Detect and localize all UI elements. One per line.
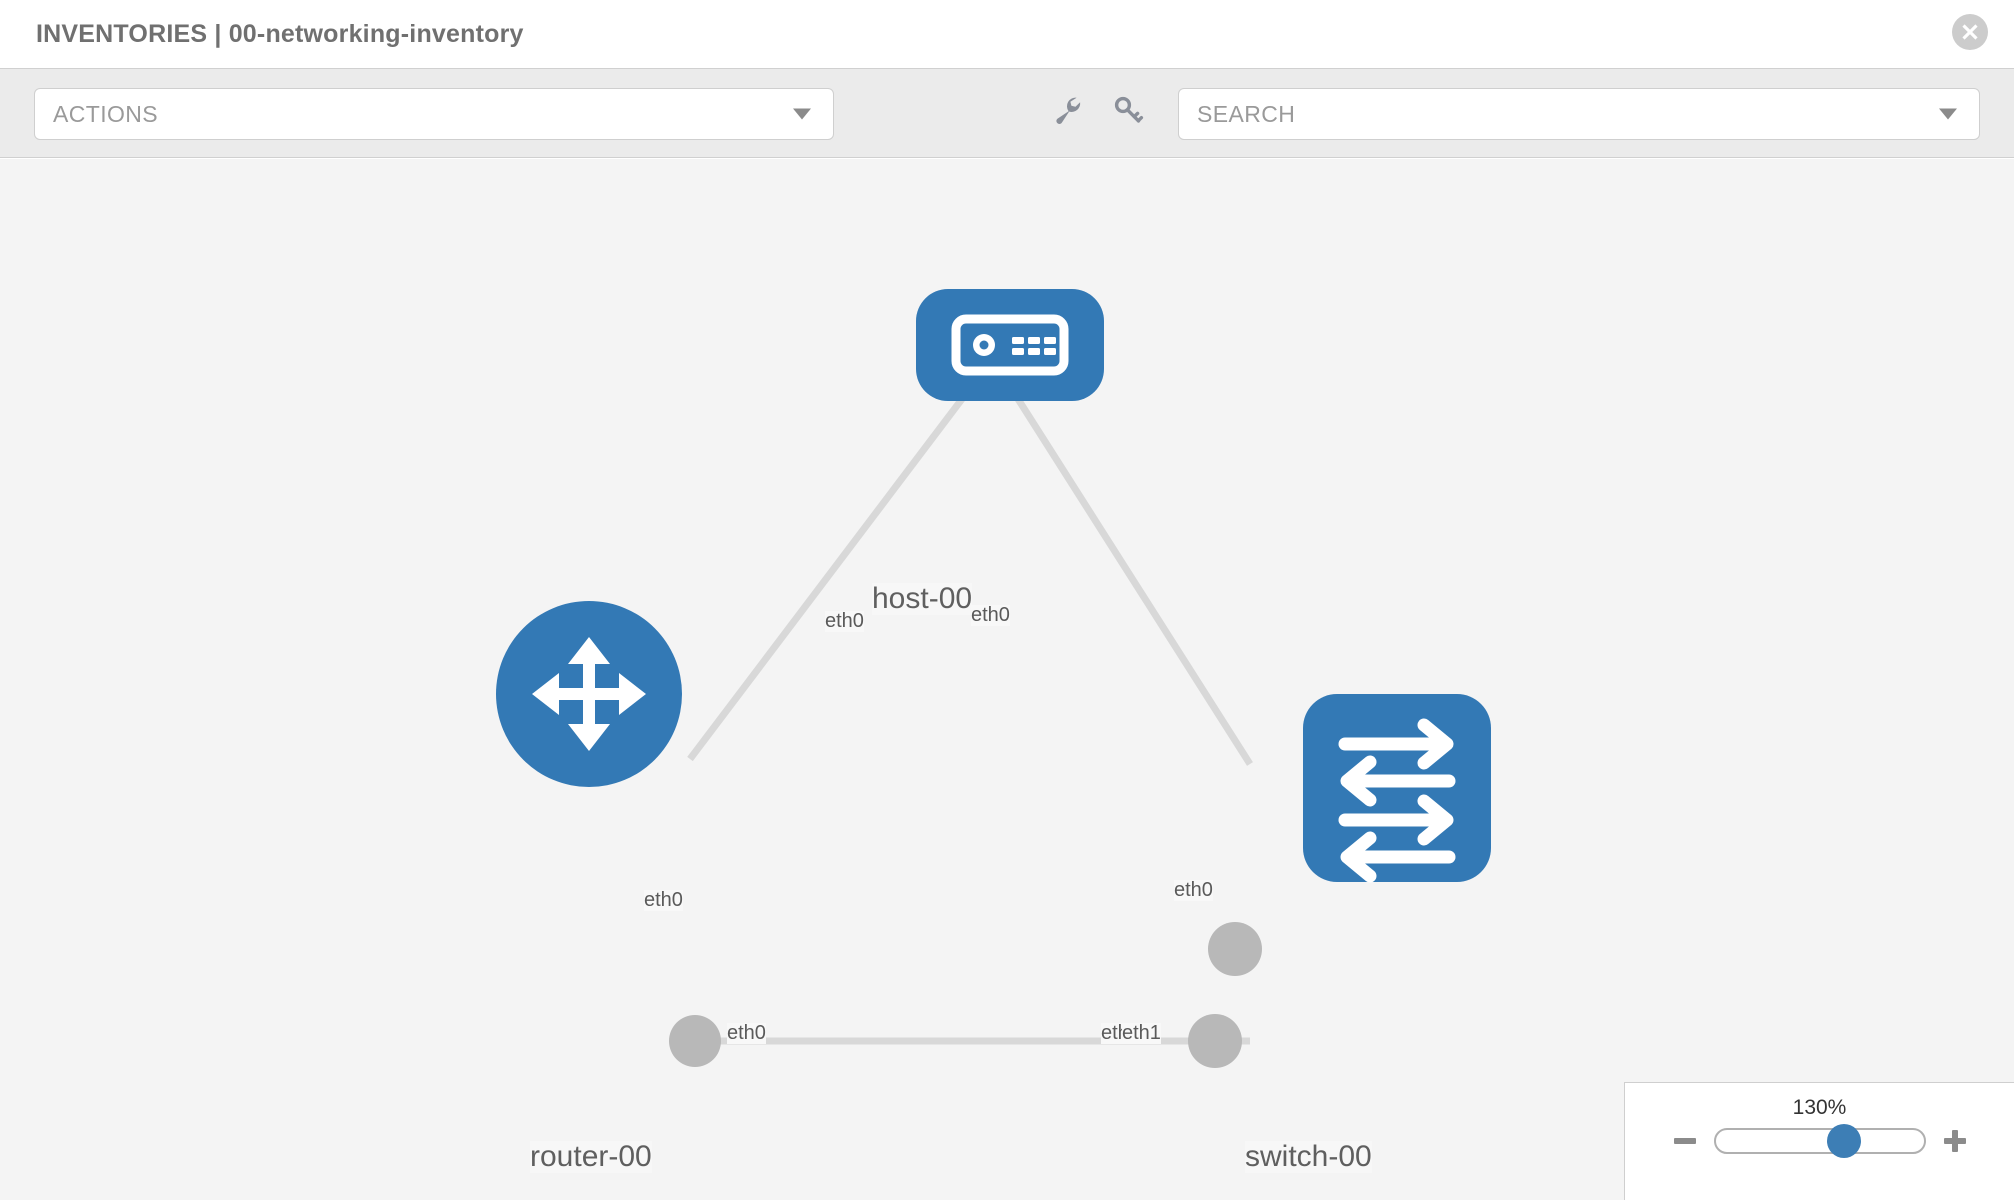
switch-arrows-icon (1338, 718, 1456, 883)
topology-canvas[interactable]: router-00 --> switch-00 --> switch-00 --… (0, 159, 2014, 1200)
link-host00-switch00[interactable] (1015, 397, 1253, 766)
topology-connectors (669, 336, 1262, 1068)
chevron-down-icon (793, 108, 811, 120)
actions-dropdown[interactable]: ACTIONS (34, 88, 834, 140)
link-host00-router00[interactable] (687, 396, 965, 762)
chevron-down-icon[interactable] (1939, 108, 1957, 120)
connector-switch00-eth0[interactable] (1208, 922, 1262, 976)
server-icon (951, 314, 1069, 376)
search-input[interactable] (1197, 100, 1897, 128)
switch-00-eth0-overlap-label: eth (1101, 1022, 1129, 1044)
search-box[interactable] (1178, 88, 1980, 140)
topology-links: router-00 --> switch-00 --> switch-00 --… (687, 396, 1253, 1045)
page-title: INVENTORIES | 00-networking-inventory (36, 19, 524, 48)
connector-switch00-eth1[interactable] (1188, 1014, 1242, 1068)
node-router-00[interactable] (496, 601, 682, 787)
close-icon[interactable] (1952, 14, 1988, 50)
wrench-icon[interactable] (1052, 94, 1086, 133)
router-00-eth0-label: eth0 (727, 1022, 766, 1044)
host-00-name-label: host-00 (872, 582, 973, 615)
zoom-control-panel: 130% (1624, 1082, 2014, 1200)
zoom-slider[interactable] (1713, 1124, 1926, 1158)
key-icon[interactable] (1110, 94, 1144, 133)
router-00-name-label: router-00 (530, 1140, 652, 1173)
zoom-slider-thumb[interactable] (1827, 1124, 1862, 1158)
host-00-eth0-left-label: eth0 (825, 610, 864, 632)
plus-icon[interactable] (1942, 1128, 1968, 1154)
node-host-00[interactable] (916, 289, 1104, 401)
connector-router00-eth0[interactable] (669, 1015, 721, 1067)
switch-00-eth0-uplink-label: eth0 (1174, 879, 1213, 901)
switch-00-eth1-label: eth1 (1122, 1022, 1161, 1044)
zoom-level-label: 130% (1792, 1096, 1847, 1119)
topology-toolbar: ACTIONS (0, 68, 2014, 158)
router-00-eth0-uplink-label: eth0 (644, 889, 683, 911)
host-00-eth0-right-label: eth0 (971, 604, 1010, 626)
switch-00-name-label: switch-00 (1245, 1140, 1372, 1173)
node-switch-00[interactable] (1303, 694, 1491, 883)
topology-graph: router-00 --> switch-00 --> switch-00 --… (496, 289, 1491, 1068)
minus-icon[interactable] (1672, 1128, 1698, 1154)
actions-dropdown-label: ACTIONS (53, 100, 159, 127)
page-header: INVENTORIES | 00-networking-inventory (0, 0, 2014, 68)
router-arrows-icon (532, 637, 646, 751)
